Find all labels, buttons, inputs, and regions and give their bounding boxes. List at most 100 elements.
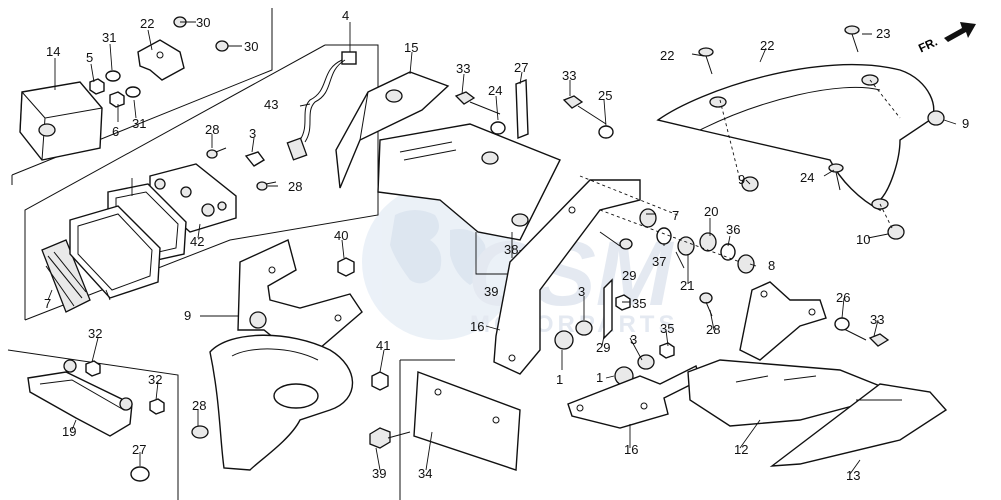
callout-label: 29	[622, 268, 636, 283]
license-plate-base-34	[413, 371, 521, 471]
rear-stay-right	[739, 281, 827, 361]
callout-label: 8	[768, 258, 775, 273]
collar-16-lower	[677, 236, 695, 256]
callout-label: 13	[846, 468, 860, 483]
callout-label: 6	[112, 124, 119, 139]
lens-6	[41, 239, 91, 313]
callout-label: 19	[62, 424, 76, 439]
callout-label: 9	[738, 172, 745, 187]
callout-label: 23	[876, 26, 890, 41]
callout-label: 36	[726, 222, 740, 237]
screw-21-left	[698, 47, 714, 75]
callout-label: 42	[190, 234, 204, 249]
frame-wire-box	[24, 44, 379, 321]
callout-label: 31	[132, 116, 146, 131]
grommet-7-lower	[737, 254, 755, 274]
callout-label: 24	[800, 170, 814, 185]
clip-23	[515, 78, 529, 140]
collar-3-upper	[575, 320, 593, 336]
direction-label: FR.	[916, 35, 939, 56]
screw-21-lower	[828, 163, 844, 191]
side-cover-12	[769, 383, 948, 467]
callout-label: 20	[704, 204, 718, 219]
nut-5-lower	[109, 91, 125, 108]
callout-label: 12	[734, 442, 748, 457]
plug-25	[191, 425, 209, 439]
callout-label: 15	[404, 40, 418, 55]
bolt-33-right	[841, 327, 890, 347]
nut-32-lower	[149, 398, 165, 415]
callout-label: 33	[562, 68, 576, 83]
stay-15	[493, 179, 641, 375]
nut-5-upper	[89, 78, 105, 95]
taillight-lens-19	[19, 81, 103, 161]
callout-label: 30	[196, 15, 210, 30]
callout-label: 32	[88, 326, 102, 341]
callout-label: 37	[652, 254, 666, 269]
wire-harness-41	[286, 51, 357, 161]
washer-30-upper	[105, 70, 121, 82]
screw-21-right	[844, 25, 860, 53]
washer-30-lower	[125, 86, 141, 98]
callout-label: 24	[488, 83, 502, 98]
arrow-icon	[944, 22, 976, 42]
callout-label: 35	[632, 296, 646, 311]
callout-label: 10	[856, 232, 870, 247]
screw-27-lower	[256, 181, 277, 191]
tie-plate-20	[27, 359, 133, 437]
callout-label: 28	[192, 398, 206, 413]
screw-27-upper	[206, 147, 227, 159]
section-frames	[7, 8, 455, 500]
washer-22-right	[834, 317, 850, 331]
washer-22-mid	[598, 125, 614, 139]
callout-numbers: 14 5 6 31 31 22 30 30 4 43 3 28 28 42 7 …	[44, 8, 969, 483]
callout-label: 40	[334, 228, 348, 243]
screw-28-upper	[599, 231, 633, 250]
callout-label: 1	[556, 372, 563, 387]
callout-label: 29	[596, 340, 610, 355]
screw-28-lower	[699, 292, 713, 317]
bracket-8	[237, 239, 363, 349]
frame-grab-box	[7, 349, 179, 500]
rear-fender-lower	[209, 334, 354, 471]
grommet-24	[130, 466, 150, 482]
grommet-1-upper	[554, 330, 574, 350]
callout-label: 1	[596, 370, 603, 385]
callout-label: 27	[132, 442, 146, 457]
guide-lines	[579, 79, 901, 263]
callout-label: 21	[680, 278, 694, 293]
leader-lines	[47, 21, 957, 475]
callout-label: 33	[870, 312, 884, 327]
splash-guard-36	[377, 123, 561, 241]
grommet-9-lower	[887, 224, 905, 240]
strap-26	[603, 278, 613, 340]
callout-label: 7	[672, 208, 679, 223]
callout-label: 33	[456, 61, 470, 76]
callout-label: 4	[342, 8, 349, 23]
nut-31-lower	[659, 342, 675, 359]
callout-label: 3	[578, 284, 585, 299]
callout-label: 14	[46, 44, 60, 59]
grommet-9-right	[927, 110, 945, 126]
bolt-38	[369, 427, 411, 449]
callout-label: 5	[86, 50, 93, 65]
callout-label: 39	[484, 284, 498, 299]
nut-39-lower	[371, 371, 389, 391]
callout-label: 38	[504, 242, 518, 257]
callout-label: 27	[514, 60, 528, 75]
washer-35-upper	[720, 243, 736, 261]
callout-label: 41	[376, 338, 390, 353]
collar-3-lower	[637, 354, 655, 370]
callout-label: 16	[624, 442, 638, 457]
callout-label: 34	[418, 466, 432, 481]
rear-fender-18	[656, 63, 935, 212]
bracket-17	[137, 39, 185, 81]
nut-32-upper	[85, 360, 101, 377]
callout-label: 22	[140, 16, 154, 31]
nut-39-upper	[337, 257, 355, 277]
callout-label: 3	[249, 126, 256, 141]
callout-label: 35	[660, 321, 674, 336]
bolt-33-left	[454, 91, 501, 115]
clip-2	[244, 151, 266, 167]
callout-label: 16	[470, 319, 484, 334]
